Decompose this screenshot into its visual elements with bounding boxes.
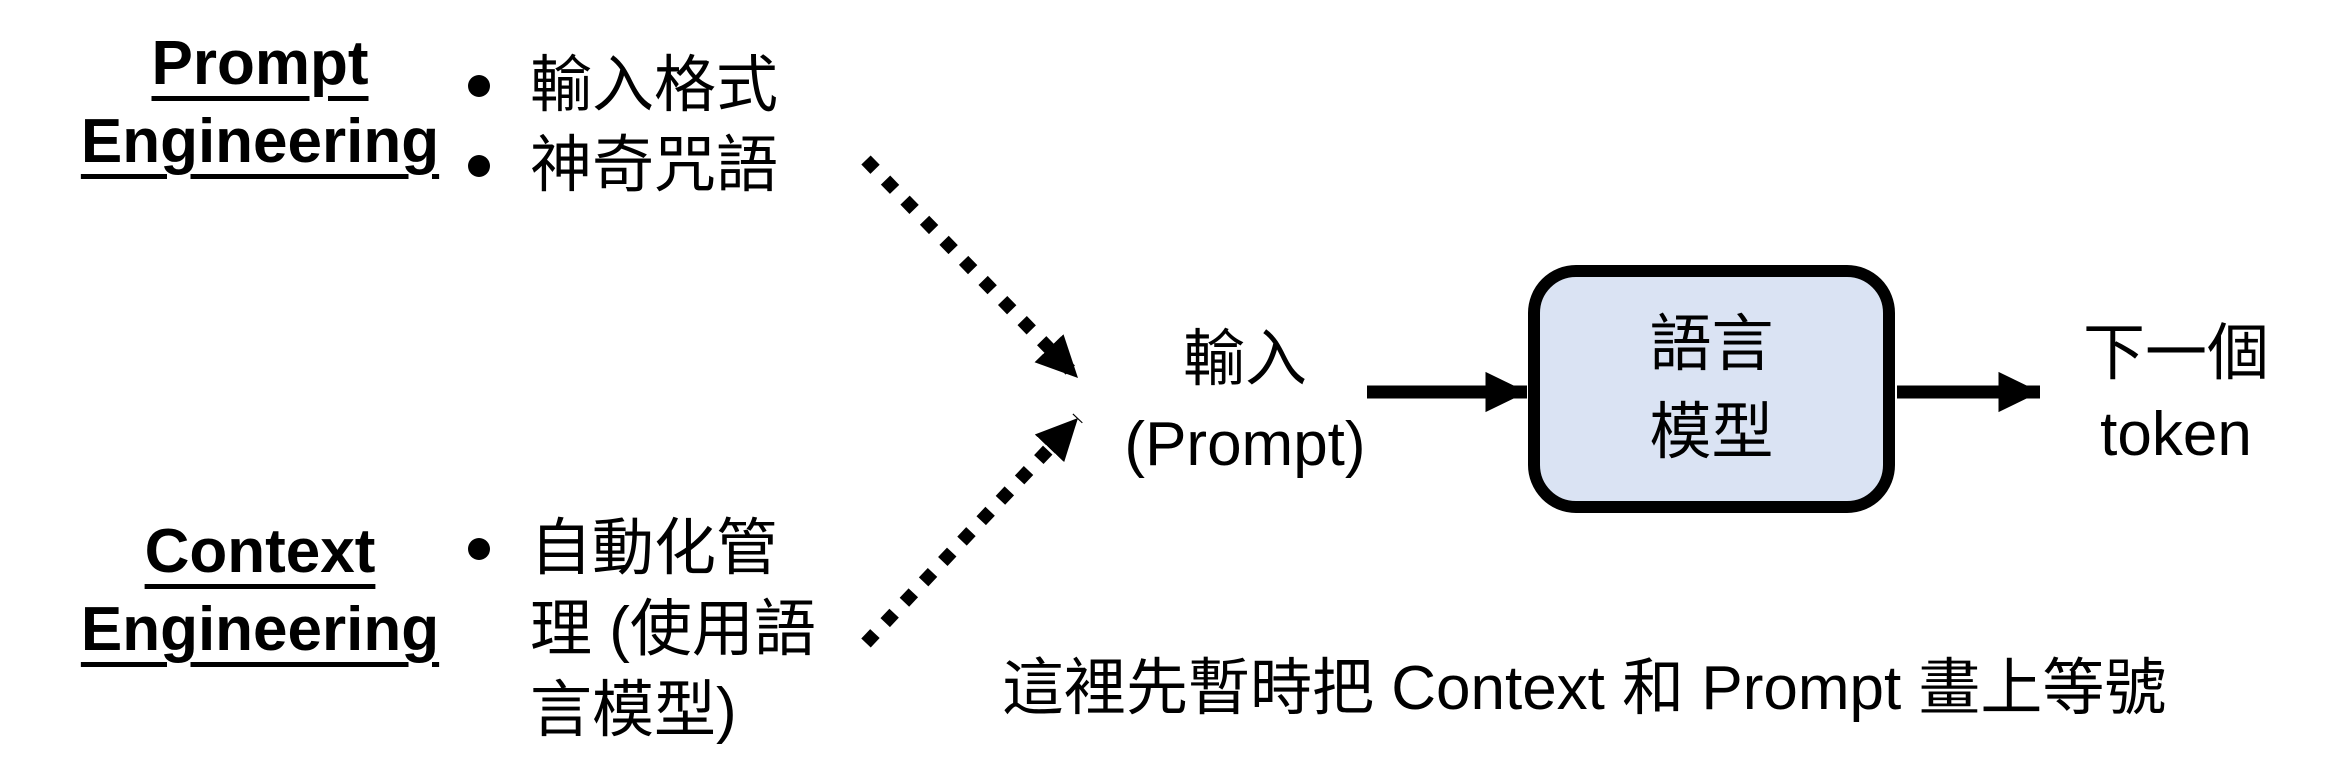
prompt-title-line2: Engineering [80, 107, 440, 176]
list-item: 輸入格式 [468, 46, 778, 126]
input-label-line2: (Prompt) [1124, 410, 1366, 479]
input-label-line1: 輸入 [1182, 325, 1307, 394]
bullet-text: 神奇咒語 [530, 131, 779, 200]
context-bullet-list: 自動化管理 (使用語言模型) [468, 508, 825, 751]
input-prompt-label: 輸入 (Prompt) [1085, 317, 1405, 487]
prompt-bullet-list: 輸入格式 神奇咒語 [468, 46, 778, 206]
bullet-dot-icon [468, 75, 490, 97]
list-item: 自動化管理 (使用語言模型) [468, 508, 825, 751]
model-label-line1: 語言 [1649, 310, 1774, 379]
context-engineering-title: Context Engineering [60, 513, 460, 669]
context-title-line1: Context [144, 517, 376, 586]
language-model-label: 語言 模型 [1528, 265, 1895, 513]
prompt-title-line1: Prompt [151, 29, 369, 98]
bullet-text: 輸入格式 [530, 51, 779, 120]
context-title-line2: Engineering [80, 595, 440, 664]
bullet-dot-icon [468, 538, 490, 560]
context-to-input-dotted-arrow-icon [861, 413, 1083, 648]
bullet-text: 自動化管理 (使用語言模型) [530, 514, 816, 745]
list-item: 神奇咒語 [468, 126, 778, 206]
caption-note: 這裡先暫時把 Context 和 Prompt 畫上等號 [1002, 654, 2167, 723]
prompt-engineering-title: Prompt Engineering [60, 25, 460, 181]
prompt-to-input-dotted-arrow-icon [861, 155, 1083, 383]
output-label-line2: token [2100, 400, 2252, 469]
bullet-dot-icon [468, 155, 490, 177]
output-label-line1: 下一個 [2082, 319, 2269, 388]
model-label-line2: 模型 [1649, 398, 1774, 467]
next-token-label: 下一個 token [2040, 313, 2312, 475]
language-model-box [1528, 265, 1895, 513]
